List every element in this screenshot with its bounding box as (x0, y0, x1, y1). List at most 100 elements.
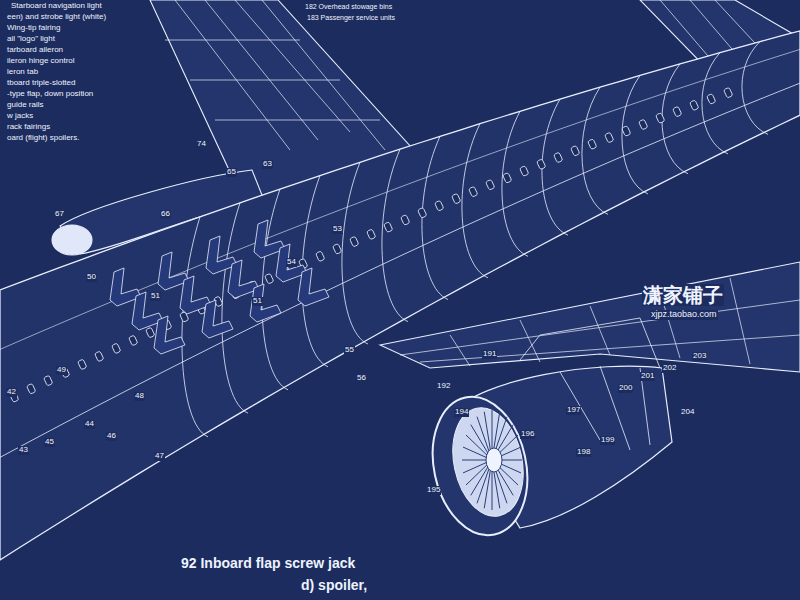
cabin-window (367, 229, 376, 240)
callout-number: 66 (160, 210, 171, 219)
cabin-window (622, 126, 631, 137)
callout-number: 192 (436, 382, 451, 391)
key-entry: d) spoiler, (300, 578, 368, 593)
spinner (486, 448, 502, 472)
key-entry: oard (flight) spoilers. (6, 134, 80, 143)
key-entry: tarboard aileron (6, 46, 64, 55)
fuselage-frame (662, 64, 688, 174)
fuselage-frame (502, 111, 528, 256)
passenger-seat (154, 316, 185, 354)
callout-number: 204 (680, 408, 695, 417)
cabin-window (95, 351, 104, 362)
passenger-seat (250, 284, 281, 322)
callout-number: 45 (44, 438, 55, 447)
cabin-window (588, 139, 597, 150)
key-entry: een) and strobe light (white) (6, 13, 107, 22)
callout-number: 67 (54, 210, 65, 219)
fuselage (0, 31, 800, 560)
cabin-window (418, 207, 427, 218)
callout-number: 203 (692, 352, 707, 361)
cabin-window (146, 327, 155, 338)
key-entry: 182 Overhead stowage bins (304, 3, 393, 11)
cabin-window (469, 186, 478, 197)
generated-detail (0, 31, 800, 560)
callout-number: 201 (640, 372, 655, 381)
cabin-window (554, 152, 563, 163)
callout-number: 50 (86, 273, 97, 282)
cabin-window (129, 335, 138, 346)
callout-number: 56 (356, 374, 367, 383)
callout-number: 46 (106, 432, 117, 441)
cabin-window (401, 215, 410, 226)
cabin-window (503, 173, 512, 184)
callout-number: 54 (286, 258, 297, 267)
callout-number: 51 (150, 292, 161, 301)
callout-number: 42 (6, 388, 17, 397)
callout-number: 199 (600, 436, 615, 445)
cabin-window (265, 273, 274, 284)
starboard-intake (52, 225, 92, 255)
stowage-line (0, 49, 800, 349)
engine-pylon (520, 318, 660, 450)
cabin-window (656, 113, 665, 124)
callout-number: 198 (576, 448, 591, 457)
fuselage-frame (342, 162, 368, 344)
cabin-window (435, 200, 444, 211)
callout-number: 65 (226, 168, 237, 177)
fuselage-frame (382, 149, 408, 321)
cabin-window (384, 222, 393, 233)
cabin-window (27, 383, 36, 394)
key-entry: 92 Inboard flap screw jack (180, 556, 356, 571)
engine-fan (443, 401, 532, 523)
key-entry: w jacks (6, 112, 34, 121)
callout-number: 51 (252, 297, 263, 306)
cabin-window (486, 179, 495, 190)
cabin-window (571, 145, 580, 156)
callout-number: 48 (134, 392, 145, 401)
passenger-seat (202, 300, 233, 338)
fuselage-frame (622, 75, 648, 193)
fuselage-frame (462, 124, 488, 278)
cabin-window (452, 193, 461, 204)
callout-number: 55 (344, 346, 355, 355)
callout-number: 53 (332, 225, 343, 234)
key-entry: rack fairings (6, 123, 51, 132)
callout-number: 43 (18, 446, 29, 455)
cabin-window (690, 100, 699, 111)
key-entry: ail "logo" light (6, 35, 56, 44)
key-entry: xjpz.taobao.com (650, 310, 718, 320)
cabin-window (537, 159, 546, 170)
cabin-window (316, 251, 325, 262)
callout-number: 74 (196, 140, 207, 149)
cabin-window (112, 343, 121, 354)
wing-ribs (165, 0, 385, 150)
fuselage-frame (542, 99, 568, 235)
key-entry: leron tab (6, 68, 39, 77)
key-entry: guide rails (6, 101, 44, 110)
callout-number: 191 (482, 350, 497, 359)
passenger-seat (298, 268, 329, 306)
callout-number: 202 (662, 364, 677, 373)
callout-number: 197 (566, 406, 581, 415)
cabin-window (78, 359, 87, 370)
fuselage-frame (702, 53, 728, 154)
watermark: 潇家铺子 (642, 284, 724, 306)
cabin-window (639, 119, 648, 130)
fuselage-frame (222, 203, 248, 413)
port-wing-ribs (400, 278, 800, 366)
cabin-window (605, 132, 614, 143)
callout-number: 44 (84, 420, 95, 429)
key-entry: Starboard navigation light (10, 2, 103, 11)
callout-number: 47 (154, 452, 165, 461)
callout-number: 200 (618, 384, 633, 393)
cabin-floor (0, 83, 800, 457)
callout-number: 196 (520, 430, 535, 439)
engine-intake-lip (420, 388, 539, 544)
callout-number: 49 (56, 366, 67, 375)
cabin-window (520, 166, 529, 177)
key-entry: ileron hinge control (6, 57, 76, 66)
fuselage-frame (742, 42, 768, 135)
cabin-window (707, 94, 716, 105)
